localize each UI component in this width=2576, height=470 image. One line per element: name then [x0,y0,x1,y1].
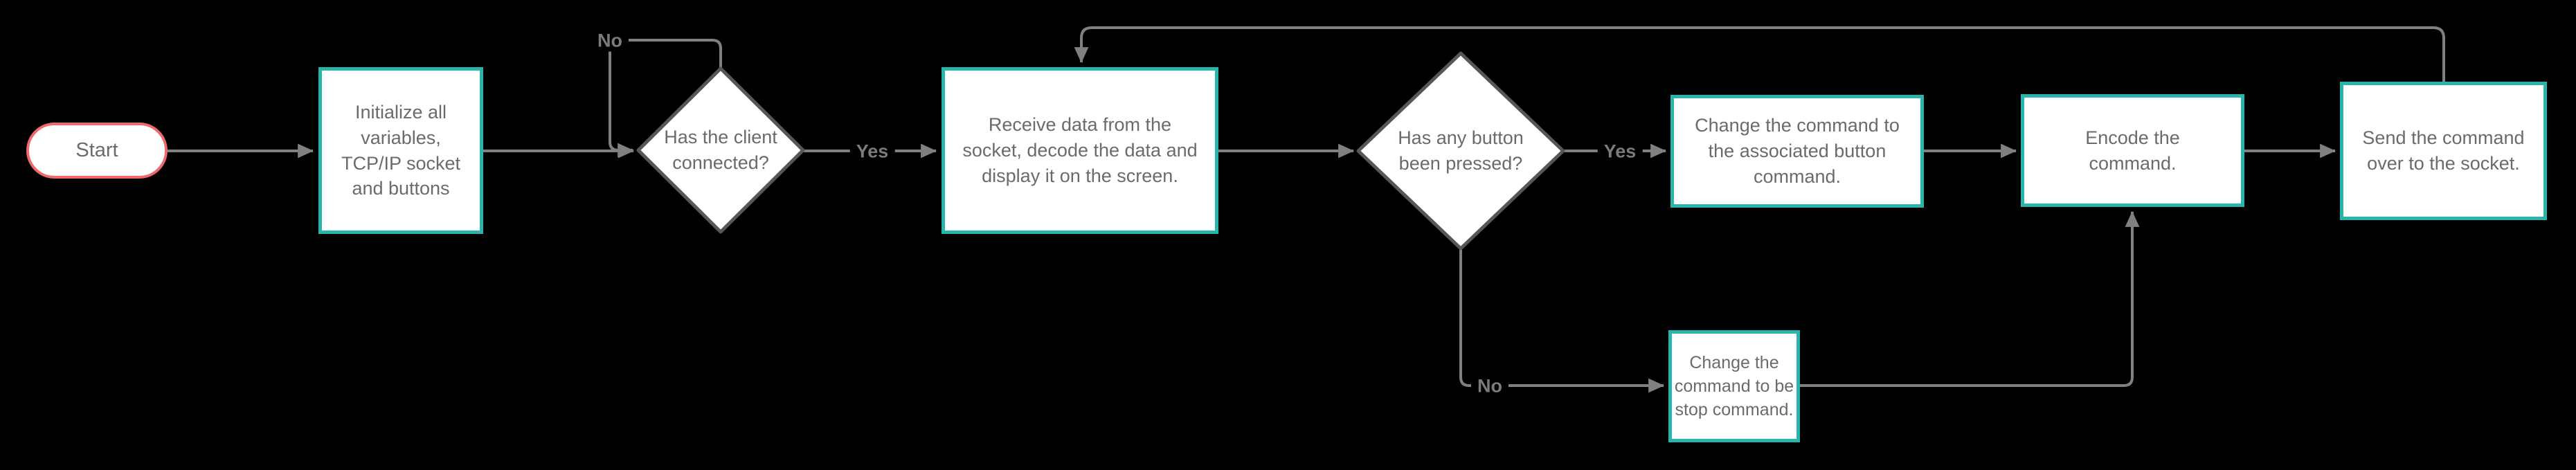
decision-button-pressed-shape [1356,51,1565,251]
node-start: Start [26,123,168,179]
node-start-label: Start [75,138,118,161]
node-receive-data: Receive data from the socket, decode the… [942,67,1218,234]
edge-button-pressed-no-to-stop [1459,248,1665,393]
decision-client-connected-shape [636,66,805,234]
edge-send-feedback-to-receive [1074,26,2445,82]
node-send-command-label: Send the command over to the socket. [2362,127,2525,174]
node-change-button-command: Change the command to the associated but… [1670,95,1924,208]
node-change-stop-command: Change the command to be stop command. [1668,330,1800,442]
node-change-stop-command-label: Change the command to be stop command. [1674,353,1794,419]
decision-button-pressed-label: Has any button been pressed? [1398,127,1524,174]
node-encode-command: Encode the command. [2021,94,2244,207]
node-change-button-command-label: Change the command to the associated but… [1695,115,1900,187]
edge-label-no-client-connected: No [591,30,629,52]
node-receive-data-label: Receive data from the socket, decode the… [962,114,1198,186]
edge-stop-to-encode-bottom [1800,210,2140,387]
node-encode-command-label: Encode the command. [2085,127,2180,174]
edge-label-yes-button-pressed: Yes [1597,141,1643,163]
decision-client-connected-label: Has the client connected? [664,127,777,173]
edge-label-no-button-pressed: No [1471,375,1508,397]
node-initialize: Initialize all variables, TCP/IP socket … [318,67,483,234]
node-initialize-label: Initialize all variables, TCP/IP socket … [341,102,461,199]
edge-label-yes-client-connected: Yes [849,141,895,163]
node-send-command: Send the command over to the socket. [2340,82,2547,220]
